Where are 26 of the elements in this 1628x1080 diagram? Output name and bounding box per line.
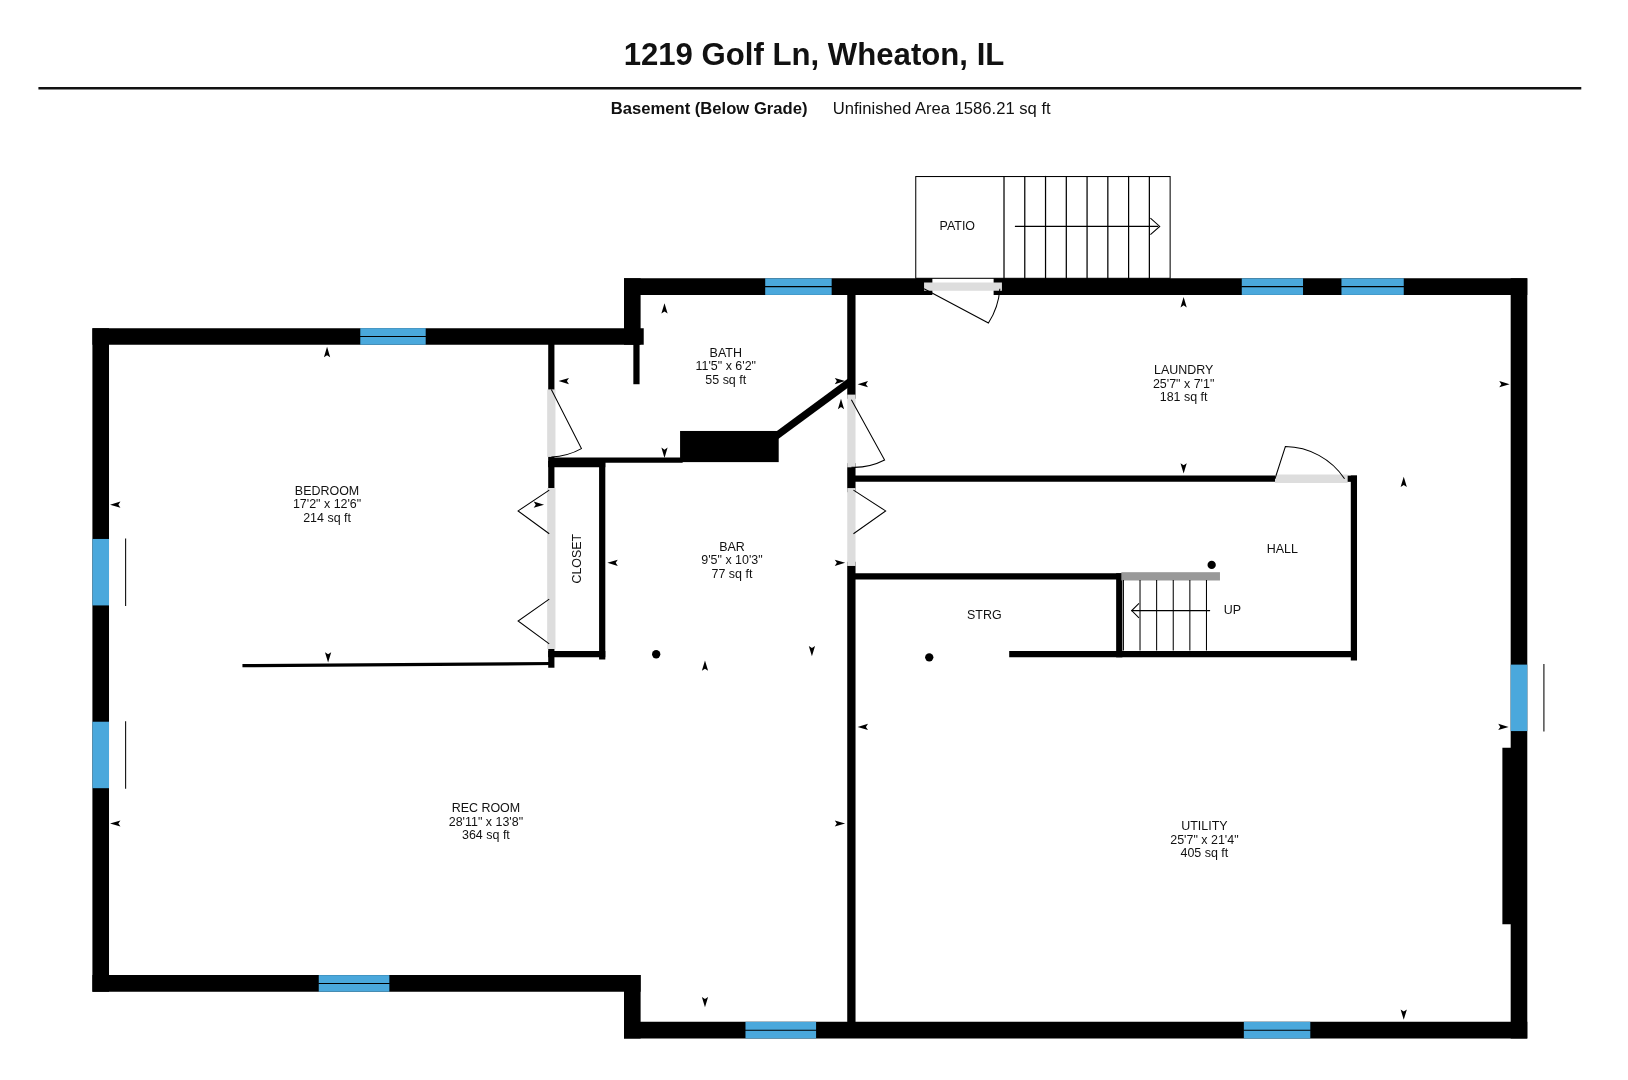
area-note: Unfinished Area 1586.21 sq ft: [832, 99, 1051, 119]
room-dimensions: 9'5" x 10'3": [701, 553, 763, 568]
room-area: 405 sq ft: [1180, 846, 1229, 861]
room-dimensions: 25'7" x 21'4": [1170, 833, 1239, 847]
room-name: CLOSET: [570, 533, 585, 584]
room-name: BAR: [719, 540, 745, 555]
room-dimensions: 11'5" x 6'2": [695, 359, 756, 374]
room-area: 364 sq ft: [462, 829, 510, 843]
stair-direction-label: UP: [1223, 603, 1242, 618]
room-area: 181 sq ft: [1159, 390, 1208, 405]
room-dimensions: 25'7" x 7'1": [1152, 377, 1215, 392]
room-area: 214 sq ft: [303, 511, 351, 526]
room-name: PATIO: [939, 219, 976, 234]
room-name: HALL: [1266, 542, 1298, 557]
room-name: STRG: [966, 608, 1002, 623]
room-dimensions: 17'2" x 12'6": [292, 497, 362, 512]
room-dimensions: 28'11" x 13'8": [448, 815, 524, 830]
room-area: 77 sq ft: [711, 567, 753, 582]
plan-title: 1219 Golf Ln, Wheaton, IL: [622, 37, 1006, 73]
room-area: 55 sq ft: [705, 373, 747, 387]
room-name: LAUNDRY: [1153, 363, 1214, 378]
room-name: REC ROOM: [451, 802, 521, 816]
room-name: UTILITY: [1181, 819, 1228, 834]
room-name: BATH: [709, 346, 742, 360]
room-name: BEDROOM: [294, 484, 360, 499]
floor-name: Basement (Below Grade): [610, 99, 808, 119]
